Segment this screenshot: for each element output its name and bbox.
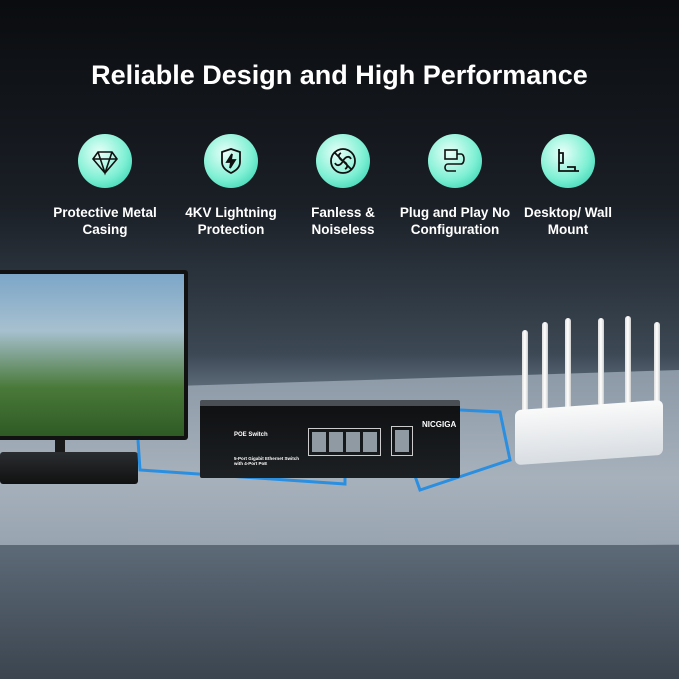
port-3 [346,432,360,452]
router-antenna [522,330,528,420]
port-1 [312,432,326,452]
plug-cable-icon [428,134,482,188]
router-antenna [542,322,548,414]
poe-ports [308,428,381,456]
no-fan-icon [316,134,370,188]
feature-fanless: Fanless & Noiseless [278,134,408,238]
brand-logo: NICGIGA [422,420,457,429]
feature-lightning-protection: 4KV Lightning Protection [166,134,296,238]
router-antenna [565,318,571,410]
feature-label: Protective Metal Casing [53,205,157,237]
monitor [0,270,188,440]
feature-label: Fanless & Noiseless [311,205,375,237]
wall-desk-mount-icon [541,134,595,188]
feature-label: Plug and Play No Configuration [399,205,511,237]
monitor-base [0,452,138,484]
port-2 [329,432,343,452]
diamond-icon [78,134,132,188]
headline: Reliable Design and High Performance [91,60,588,90]
router-antenna [598,318,604,406]
lightning-shield-icon [204,134,258,188]
feature-plug-and-play: Plug and Play No Configuration [390,134,520,238]
monitor-stand [55,440,65,455]
feature-label: Desktop/ Wall Mount [523,205,612,237]
switch-description: 5-Port Gigabit Ethernet Switch with 4-Po… [234,456,300,466]
router-antenna [654,322,660,410]
poe-switch: POE Switch 5-Port Gigabit Ethernet Switc… [200,400,460,478]
desk-front [0,545,679,679]
uplink-port [391,426,413,456]
router-antenna [625,316,631,404]
port-4 [363,432,377,452]
monitor-screen-image [0,274,184,436]
feature-label: 4KV Lightning Protection [185,205,277,237]
switch-name: POE Switch [234,432,268,438]
feature-mounting: Desktop/ Wall Mount [503,134,633,238]
feature-metal-casing: Protective Metal Casing [40,134,170,238]
